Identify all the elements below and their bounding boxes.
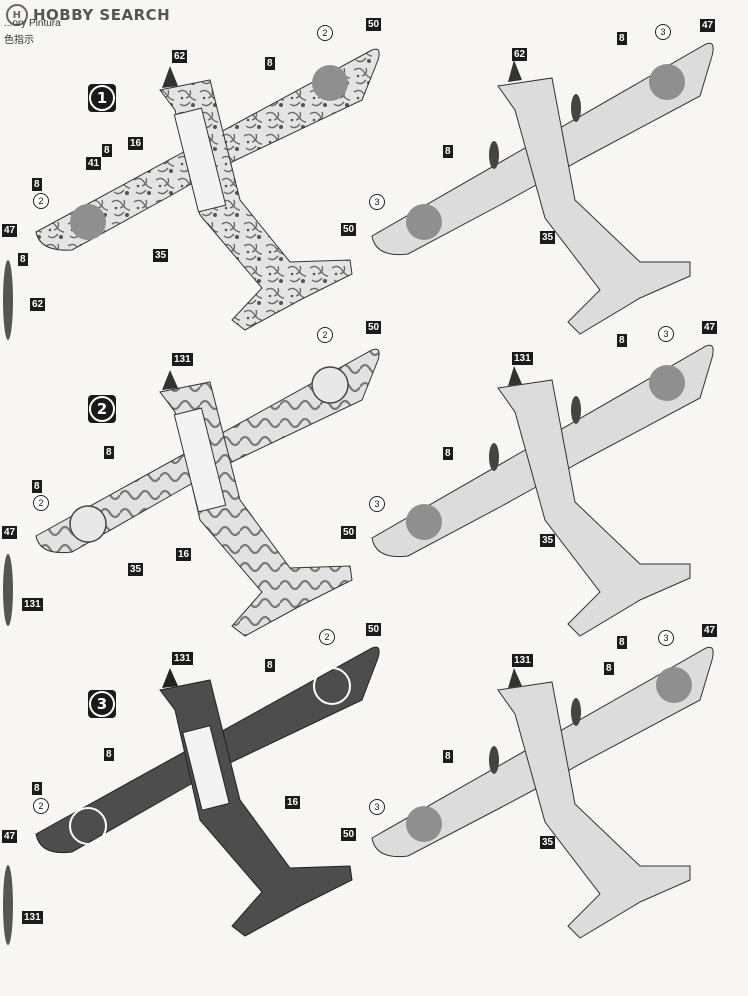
callout-2: 2	[33, 495, 49, 511]
callout-131: 131	[172, 652, 193, 665]
callout-3: 3	[369, 799, 385, 815]
aircraft-2-bottom-grey	[371, 344, 714, 637]
callout-8: 8	[18, 253, 28, 266]
aircraft-3-bottom-grey	[371, 646, 714, 939]
callout-41: 41	[86, 157, 102, 170]
callout-16: 16	[176, 548, 192, 561]
callout-62: 62	[512, 48, 528, 61]
callout-131: 131	[512, 654, 533, 667]
callout-3: 3	[369, 194, 385, 210]
aircraft-2-top-squiggle	[35, 348, 380, 637]
header-subtitle: ...ory Pintura	[4, 18, 61, 29]
callout-8: 8	[443, 145, 453, 158]
callout-50: 50	[341, 828, 357, 841]
callout-2: 2	[33, 193, 49, 209]
logo-text: HOBBY SEARCH	[33, 6, 171, 24]
callout-62: 62	[172, 50, 188, 63]
callout-8: 8	[32, 480, 42, 493]
callout-50: 50	[366, 18, 382, 31]
aircraft-1-top-camo	[35, 48, 380, 331]
callout-131: 131	[22, 911, 43, 924]
callout-8: 8	[604, 662, 614, 675]
hobby-search-logo: H HOBBY SEARCH	[6, 4, 170, 26]
scheme-badge-1: 1	[88, 84, 116, 112]
callout-2: 2	[319, 629, 335, 645]
callout-8: 8	[102, 144, 112, 157]
callout-8: 8	[443, 750, 453, 763]
callout-35: 35	[153, 249, 169, 262]
callout-35: 35	[540, 534, 556, 547]
callout-8: 8	[443, 447, 453, 460]
callout-3: 3	[658, 326, 674, 342]
callout-8: 8	[617, 334, 627, 347]
callout-47: 47	[702, 321, 718, 334]
callout-8: 8	[104, 748, 114, 761]
callout-47: 47	[702, 624, 718, 637]
callout-47: 47	[2, 526, 18, 539]
callout-3: 3	[658, 630, 674, 646]
callout-35: 35	[540, 231, 556, 244]
scheme-badge-2: 2	[88, 395, 116, 423]
callout-8: 8	[265, 659, 275, 672]
aircraft-1-bottom-grey	[371, 42, 714, 335]
callout-8: 8	[32, 782, 42, 795]
callout-3: 3	[369, 496, 385, 512]
callout-47: 47	[2, 224, 18, 237]
callout-8: 8	[617, 636, 627, 649]
callout-35: 35	[540, 836, 556, 849]
callout-50: 50	[366, 321, 382, 334]
edge-propeller-1	[3, 260, 13, 945]
callout-8: 8	[104, 446, 114, 459]
callout-2: 2	[33, 798, 49, 814]
callout-16: 16	[285, 796, 301, 809]
header-chinese: 色指示	[4, 35, 34, 46]
callout-50: 50	[341, 223, 357, 236]
callout-8: 8	[265, 57, 275, 70]
callout-35: 35	[128, 563, 144, 576]
callout-2: 2	[317, 25, 333, 41]
callout-8: 8	[32, 178, 42, 191]
callout-131: 131	[172, 353, 193, 366]
callout-3: 3	[655, 24, 671, 40]
callout-62: 62	[30, 298, 46, 311]
callout-2: 2	[317, 327, 333, 343]
callout-16: 16	[128, 137, 144, 150]
callout-47: 47	[700, 19, 716, 32]
callout-47: 47	[2, 830, 18, 843]
logo-mark-icon: H	[6, 4, 28, 26]
callout-50: 50	[341, 526, 357, 539]
aircraft-3-top-dark	[35, 646, 380, 937]
callout-131: 131	[22, 598, 43, 611]
callout-8: 8	[617, 32, 627, 45]
callout-50: 50	[366, 623, 382, 636]
scheme-badge-3: 3	[88, 690, 116, 718]
callout-131: 131	[512, 352, 533, 365]
